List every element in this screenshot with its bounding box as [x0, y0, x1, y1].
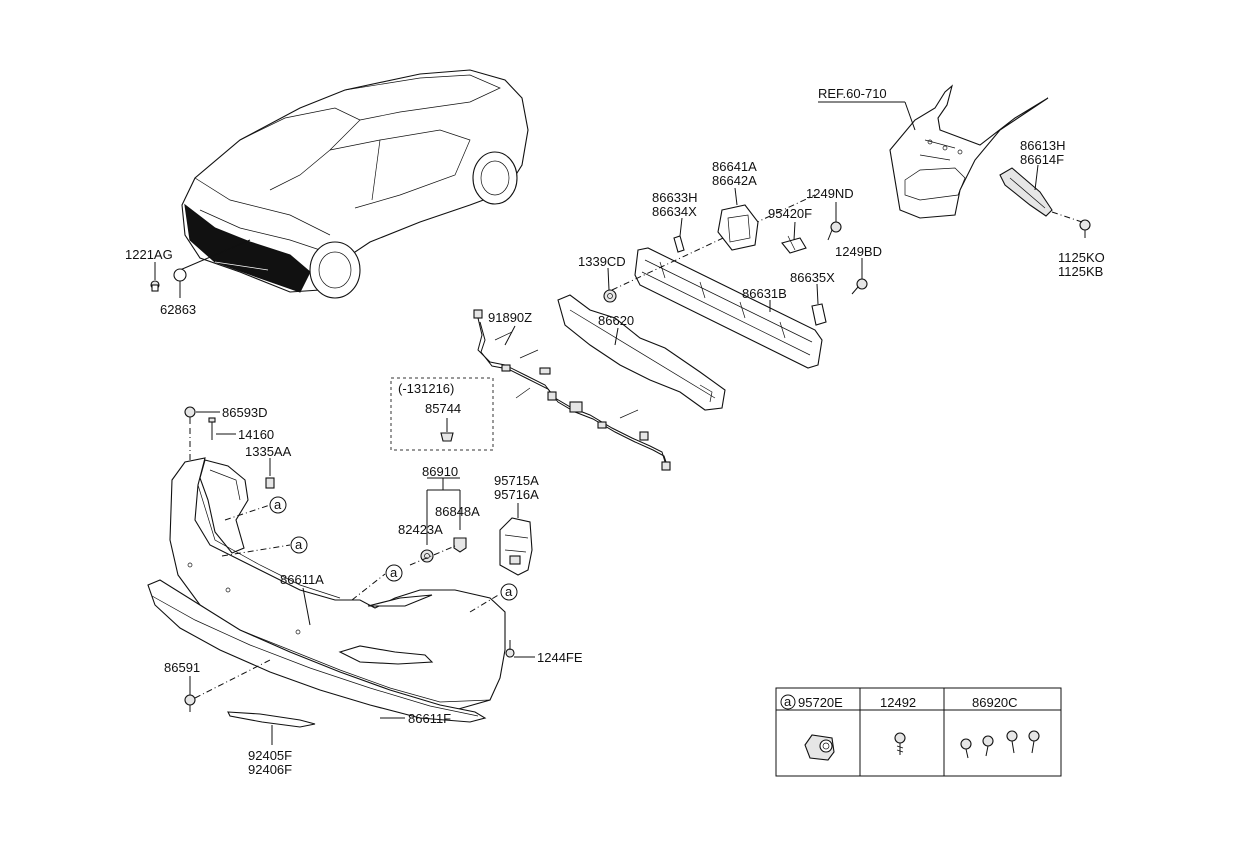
label-85744: 85744 — [425, 401, 461, 416]
lower-lip-86611f — [147, 579, 487, 723]
label-95715a: 95715A — [494, 473, 539, 488]
rear-bumper-86611a — [169, 457, 506, 711]
label-92406f: 92406F — [248, 762, 292, 777]
label-86635x: 86635X — [790, 270, 835, 285]
bracket-86613h — [999, 167, 1053, 217]
clip-86635x — [811, 303, 827, 326]
version-note: (-131216) — [398, 381, 454, 396]
callout-a-4: a — [469, 583, 518, 613]
bolt-1125ko — [1079, 219, 1091, 238]
label-86614f: 86614F — [1020, 152, 1064, 167]
label-86634x: 86634X — [652, 204, 697, 219]
label-86611f: 86611F — [408, 711, 451, 726]
grommet-82423a — [420, 549, 434, 563]
label-1125kb: 1125KB — [1058, 264, 1103, 279]
label-86848a: 86848A — [435, 504, 480, 519]
label-62863: 62863 — [160, 302, 196, 317]
callout-a-3: a — [351, 564, 403, 601]
svg-text:a: a — [390, 565, 398, 580]
screw-1244fe — [505, 640, 515, 658]
label-86593d: 86593D — [222, 405, 268, 420]
callout-a-2: a — [221, 536, 308, 557]
legend-header-12492: 12492 — [880, 695, 916, 710]
nut-1339cd — [603, 289, 617, 303]
legend-header-86920c: 86920C — [972, 695, 1018, 710]
label-1335aa: 1335AA — [245, 444, 292, 459]
bolt-1249nd — [827, 221, 842, 241]
label-1244fe: 1244FE — [537, 650, 583, 665]
svg-text:a: a — [505, 584, 513, 599]
label-86591: 86591 — [164, 660, 200, 675]
clip-86633h — [673, 235, 685, 253]
label-95716a: 95716A — [494, 487, 539, 502]
legend-header-a-marker: a — [780, 694, 796, 710]
svg-text:a: a — [784, 694, 792, 709]
beam-86631b — [634, 247, 823, 369]
bracket-86641a — [717, 204, 759, 251]
label-86910: 86910 — [422, 464, 458, 479]
label-92405f: 92405F — [248, 748, 292, 763]
ref-side-panel — [889, 84, 1049, 219]
reflector-92405f — [227, 711, 316, 728]
label-1249nd: 1249ND — [806, 186, 854, 201]
label-86631b: 86631B — [742, 286, 787, 301]
label-1221ag: 1221AG — [125, 247, 173, 262]
screw-86593d — [184, 406, 196, 424]
label-1125ko: 1125KO — [1058, 250, 1105, 265]
label-95420f: 95420F — [768, 206, 812, 221]
callout-a-1: a — [224, 496, 287, 521]
version-note-box: (-131216) 85744 — [390, 377, 494, 451]
label-86620: 86620 — [598, 313, 634, 328]
bumper-side-bracket — [199, 459, 249, 554]
label-1339cd: 1339CD — [578, 254, 626, 269]
label-91890z: 91890Z — [488, 310, 532, 325]
svg-text:a: a — [274, 497, 282, 512]
legend-table: a 95720E 12492 86920C — [775, 687, 1062, 777]
label-82423a: 82423A — [398, 522, 443, 537]
ref-label: REF.60-710 — [818, 86, 887, 101]
label-1249bd: 1249BD — [835, 244, 882, 259]
bolt-1249bd — [851, 278, 868, 295]
holder-86848a — [453, 537, 467, 553]
screws-86920c-icon — [960, 730, 1040, 759]
car-overview-illustration — [179, 69, 529, 299]
clip-1335aa — [265, 477, 275, 489]
pin-14160 — [208, 417, 216, 440]
sensor-housing-95715a — [499, 517, 533, 576]
legend-header-95720e: 95720E — [798, 695, 843, 710]
sensor-95720e-icon — [804, 734, 835, 761]
svg-text:a: a — [295, 537, 303, 552]
clip-1221ag — [150, 280, 160, 292]
label-86613h: 86613H — [1020, 138, 1066, 153]
wiring-harness-91890z — [473, 309, 671, 471]
absorber-86620 — [557, 294, 726, 411]
label-86611a: 86611A — [280, 572, 324, 587]
label-14160: 14160 — [238, 427, 274, 442]
label-86642a: 86642A — [712, 173, 757, 188]
label-86641a: 86641A — [712, 159, 757, 174]
screw-12492-icon — [894, 732, 906, 755]
label-86633h: 86633H — [652, 190, 698, 205]
cap-62863 — [173, 268, 187, 282]
screw-86591 — [184, 694, 196, 712]
